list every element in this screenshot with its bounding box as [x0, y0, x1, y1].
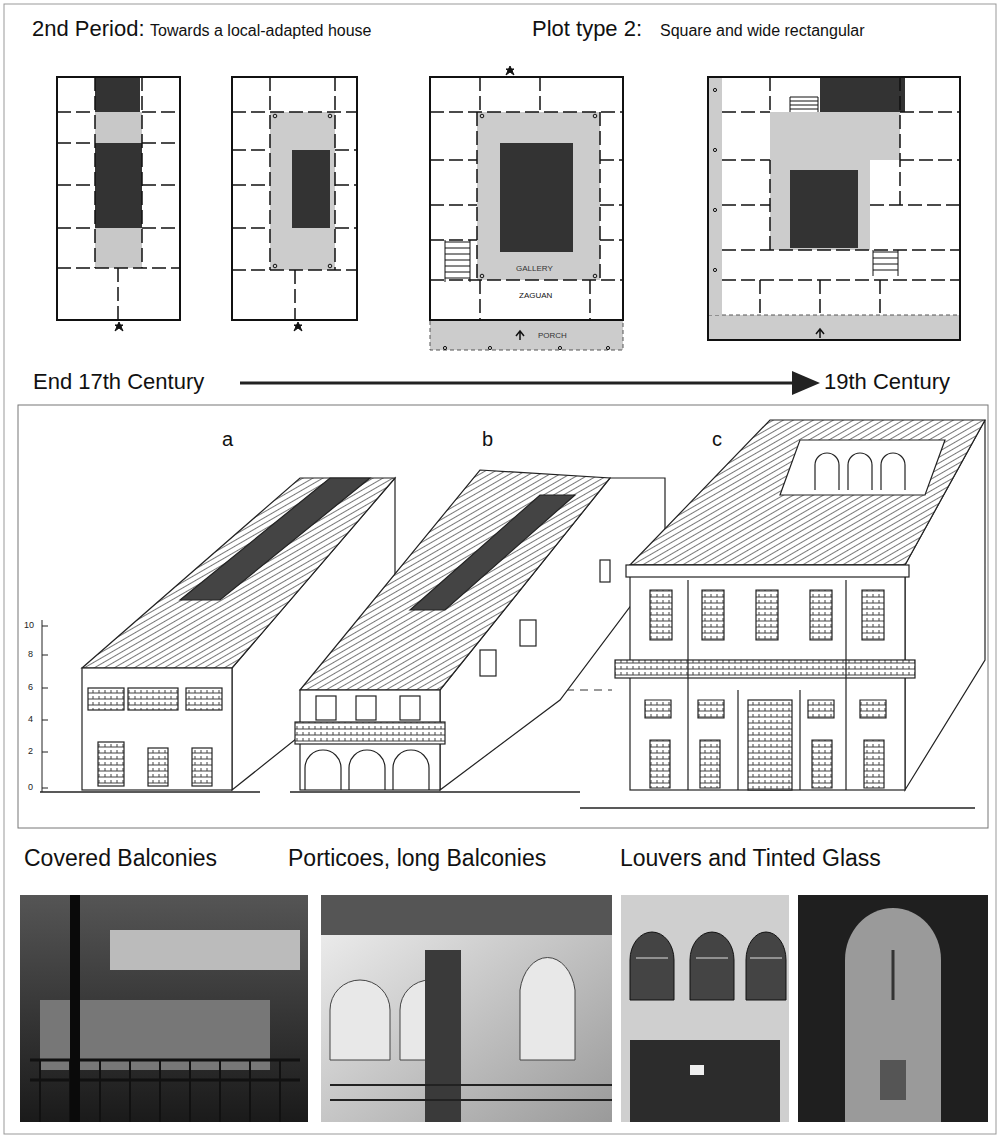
photo-caption: Louvers and Tinted Glass — [620, 846, 881, 871]
plan-label: GALLERY — [516, 265, 553, 274]
plan-label: ZAGUAN — [519, 292, 552, 301]
heading: 2nd Period: — [32, 17, 145, 41]
figure-letter: a — [222, 428, 233, 450]
timeline-label: 19th Century — [824, 370, 950, 394]
photo-caption: Covered Balconies — [24, 846, 217, 871]
photo-caption: Porticoes, long Balconies — [288, 846, 546, 871]
timeline-label: End 17th Century — [33, 370, 204, 394]
scale-number: 4 — [28, 715, 33, 725]
figure-letter: b — [482, 428, 493, 450]
scale-number: 2 — [28, 747, 33, 757]
heading: Towards a local-adapted house — [150, 22, 371, 40]
plan-label: PORCH — [538, 332, 567, 341]
heading: Square and wide rectangular — [660, 22, 865, 40]
scale-number: 0 — [28, 783, 33, 793]
figure-letter: c — [712, 428, 722, 450]
heading: Plot type 2: — [532, 17, 642, 41]
scale-number: 10 — [24, 621, 34, 631]
scale-number: 8 — [28, 650, 33, 660]
scale-number: 6 — [28, 683, 33, 693]
